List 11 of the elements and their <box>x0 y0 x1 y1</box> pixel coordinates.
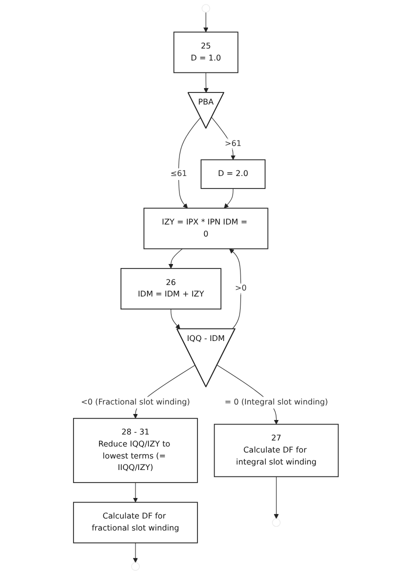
arrow <box>273 476 278 519</box>
arrow <box>224 188 233 208</box>
arrow <box>168 248 182 269</box>
arrow <box>132 482 138 503</box>
arrow <box>170 308 180 330</box>
arrow <box>203 72 208 93</box>
arrow <box>178 117 201 208</box>
arrow <box>203 12 208 32</box>
arrow <box>132 542 138 563</box>
arrow <box>228 248 241 330</box>
arrow <box>211 117 236 160</box>
